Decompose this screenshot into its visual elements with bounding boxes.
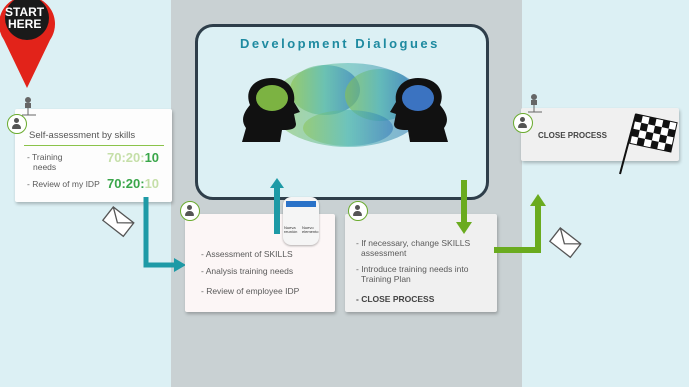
close-process-person-icon (513, 113, 533, 133)
ratio-70-20-10-a: 70:20:10 (107, 150, 160, 165)
training-needs-line1: - Training (27, 152, 63, 162)
hierarchy-icon (22, 97, 36, 116)
here-label: HERE (8, 17, 42, 31)
analysis-training-item: - Analysis training needs (201, 266, 294, 276)
teal-arrow-up (270, 178, 284, 234)
manager-follow-up-icon (348, 201, 368, 221)
introduce-training-line1: - Introduce training needs into (356, 264, 469, 274)
self-assessment-card (15, 109, 172, 202)
change-skills-line2: assessment (361, 248, 407, 258)
hierarchy-icon (528, 94, 542, 113)
tile-new-meeting-1: Nueva (284, 225, 296, 230)
green-arrow-down (456, 180, 472, 234)
close-process-heading: CLOSE PROCESS (538, 131, 607, 140)
panel-title: Development Dialogues (240, 36, 440, 51)
tile-new-item-2: elemento (302, 229, 319, 234)
tile-header-bar (286, 201, 316, 207)
training-needs-line2: needs (33, 162, 57, 172)
tile-new-meeting-2: reunión (284, 229, 298, 234)
self-assessment-heading: Self-assessment by skills (29, 130, 136, 141)
green-arrow-up (494, 194, 546, 253)
divider (24, 145, 164, 146)
review-idp-employee-item: - Review of employee IDP (201, 286, 300, 296)
dialogue-heads-illustration (242, 63, 448, 147)
manager-icon (180, 201, 200, 221)
change-skills-line1: - If necessary, change SKILLS (356, 238, 471, 248)
tile-new-item-1: Nuevo (302, 225, 314, 230)
employee-icon (7, 114, 27, 134)
close-process-item: - CLOSE PROCESS (356, 294, 435, 304)
ratio-70-20-10-b: 70:20:10 (107, 176, 160, 191)
follow-up-card (345, 214, 497, 312)
start-label: START (5, 5, 45, 19)
start-here-pin-icon (0, 0, 55, 88)
right-panel-background (522, 0, 689, 387)
checkered-flag-icon (619, 113, 678, 175)
teal-arrow-right (143, 197, 186, 272)
assessment-skills-item: - Assessment of SKILLS (201, 249, 293, 259)
review-idp-item: - Review of my IDP (27, 179, 100, 189)
introduce-training-line2: Training Plan (361, 274, 411, 284)
envelope-icon (101, 205, 135, 238)
envelope-icon (548, 226, 582, 259)
